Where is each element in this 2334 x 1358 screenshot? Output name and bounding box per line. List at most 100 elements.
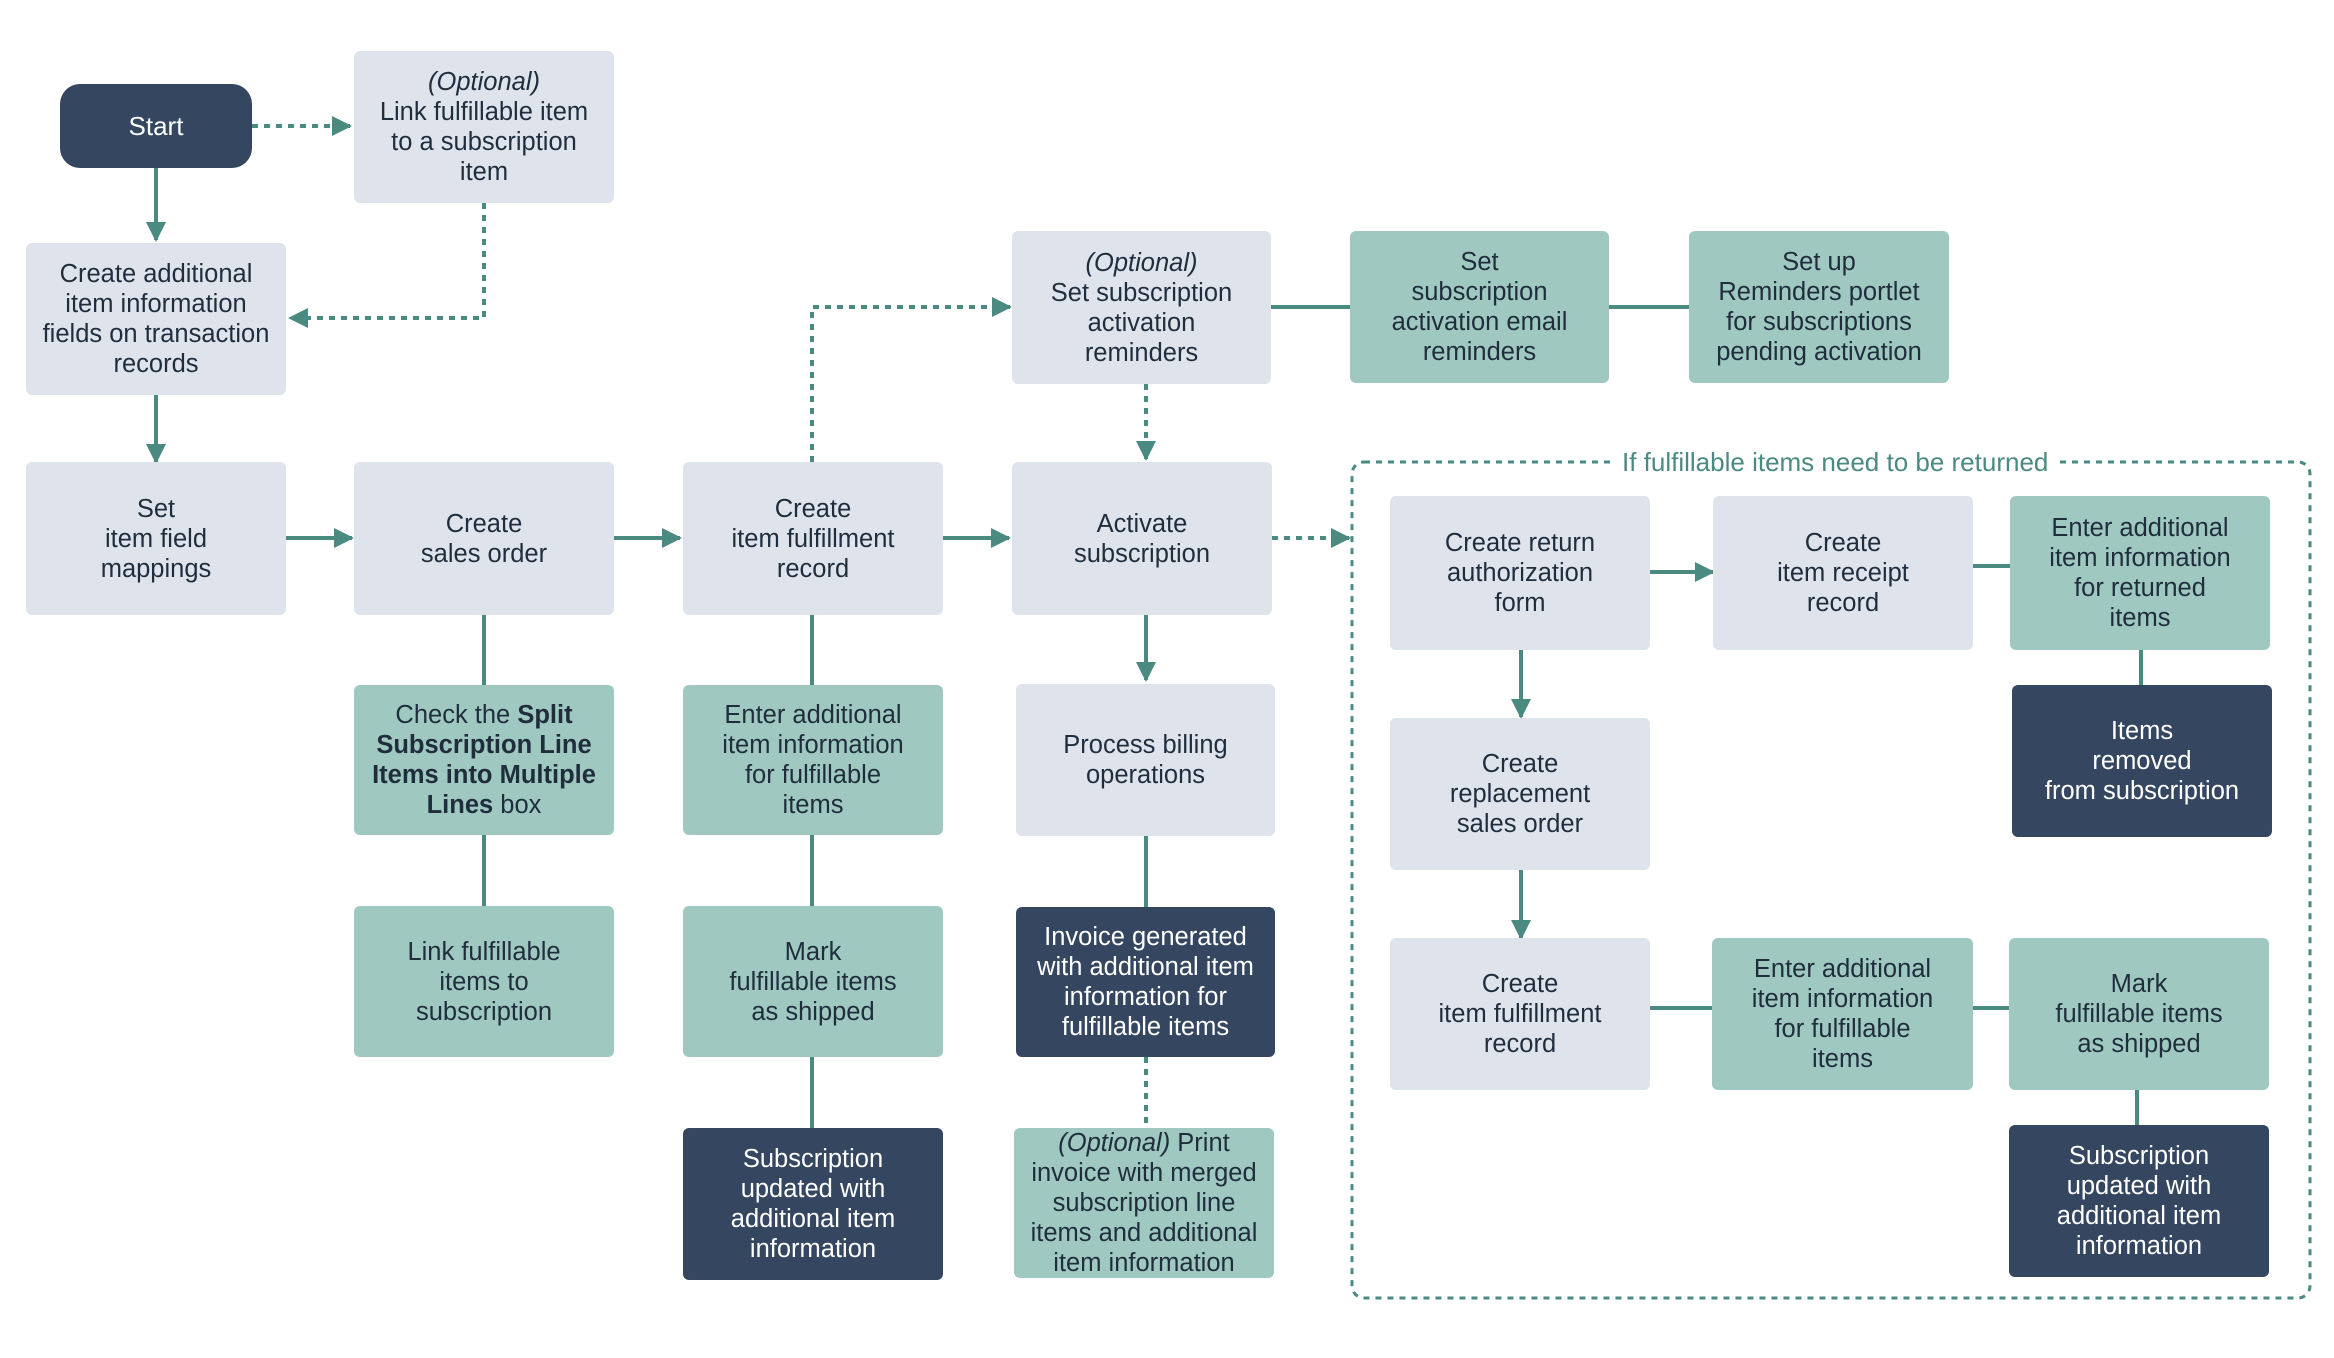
node-text-line: items bbox=[782, 791, 844, 819]
connector-fulfillment-to-optional-reminders bbox=[810, 297, 1012, 462]
create-fields-node[interactable]: Create additional item information field… bbox=[26, 243, 286, 395]
create-sales-order-node[interactable]: Create sales order bbox=[354, 462, 614, 615]
email-reminders-node[interactable]: Set subscription activation email remind… bbox=[1350, 231, 1609, 383]
node-text-line: Mark bbox=[2110, 970, 2168, 998]
node-text-line: as shipped bbox=[751, 997, 875, 1026]
check-split-post: box bbox=[493, 791, 542, 819]
node-text-line: to a subscription bbox=[391, 128, 577, 156]
node-text-line: Subscription bbox=[742, 1145, 884, 1173]
node-text-line: updated with bbox=[740, 1175, 886, 1203]
node-text-line: with additional item bbox=[1037, 953, 1254, 981]
node-text-line: sales order bbox=[1456, 810, 1584, 838]
node-text-line: activation bbox=[1087, 308, 1196, 337]
optional-tag: (Optional) bbox=[428, 68, 540, 96]
node-text-line: record bbox=[1483, 1030, 1557, 1058]
node-text-line: fulfillable items bbox=[1061, 1013, 1230, 1041]
link-fulfillable-node[interactable]: Link fulfillable items to subscription bbox=[354, 906, 614, 1057]
node-text-line: item information bbox=[1053, 1249, 1235, 1277]
optional-reminders-node[interactable]: (Optional) Set subscription activation r… bbox=[1012, 231, 1271, 384]
node-text-line: Subscription bbox=[2068, 1142, 2210, 1170]
node-text-line: Process billing bbox=[1063, 731, 1228, 759]
items-removed-node[interactable]: Items removed from subscription bbox=[2012, 685, 2272, 837]
enter-info-fulfillable-2-node[interactable]: Enter additional item information for fu… bbox=[1712, 938, 1973, 1090]
node-text-line: Create return bbox=[1444, 529, 1596, 557]
node-text-line: Link fulfillable item bbox=[379, 98, 589, 126]
node-text-line: information bbox=[2075, 1232, 2203, 1260]
create-rma-node[interactable]: Create return authorization form bbox=[1390, 496, 1650, 650]
start-label: Start bbox=[128, 111, 184, 141]
node-text-line: record bbox=[1806, 589, 1880, 617]
node-text-line: record bbox=[776, 554, 850, 583]
node-text-line: pending activation bbox=[1716, 338, 1922, 366]
process-billing-node[interactable]: Process billing operations bbox=[1016, 684, 1275, 836]
node-text-line: mappings bbox=[100, 554, 212, 583]
print-invoice-first-line: (Optional) Print bbox=[1058, 1128, 1230, 1158]
return-group-border bbox=[1350, 460, 2312, 1300]
node-text-line: Enter additional bbox=[2051, 514, 2229, 542]
node-text-line: Create additional bbox=[59, 260, 253, 288]
node-text-line: Reminders portlet bbox=[1718, 278, 1920, 306]
check-split-box-node[interactable]: Check the Split Subscription Line Items … bbox=[354, 685, 614, 835]
return-group-label: If fulfillable items need to be returned bbox=[1612, 447, 2059, 477]
node-text-line: Set subscription bbox=[1050, 278, 1233, 307]
node-text-line: items bbox=[1812, 1045, 1873, 1073]
activate-subscription-node[interactable]: Activate subscription bbox=[1012, 462, 1272, 615]
node-text-line: for fulfillable bbox=[1774, 1015, 1911, 1043]
node-text-line: subscription bbox=[415, 997, 553, 1026]
node-text-line: as shipped bbox=[2077, 1030, 2201, 1058]
node-text-line: Set bbox=[1460, 248, 1499, 276]
set-mappings-node[interactable]: Set item field mappings bbox=[26, 462, 286, 615]
invoice-generated-node[interactable]: Invoice generated with additional item i… bbox=[1016, 907, 1275, 1057]
node-text-line: item fulfillment bbox=[731, 524, 895, 553]
optional-link-fulfillable-node[interactable]: (Optional) Link fulfillable item to a su… bbox=[354, 51, 614, 203]
node-text-line: Invoice generated bbox=[1044, 923, 1247, 951]
node-text-line: replacement bbox=[1449, 780, 1591, 808]
create-fulfillment-node[interactable]: Create item fulfillment record bbox=[683, 462, 943, 615]
print-word: Print bbox=[1170, 1129, 1230, 1157]
node-text-line: fulfillable items bbox=[729, 967, 897, 996]
connector-optional-link-to-create-fields bbox=[288, 203, 486, 328]
node-text-line: item information bbox=[1751, 985, 1934, 1013]
node-text-line: subscription bbox=[1411, 278, 1548, 306]
node-text-line: operations bbox=[1085, 761, 1206, 789]
create-receipt-node[interactable]: Create item receipt record bbox=[1713, 496, 1973, 650]
node-text-line: additional item bbox=[2056, 1202, 2222, 1230]
node-text-line: subscription bbox=[1073, 539, 1211, 568]
start-node[interactable]: Start bbox=[60, 84, 252, 168]
print-invoice-node[interactable]: (Optional) Print invoice with merged sub… bbox=[1014, 1128, 1274, 1278]
reminders-portlet-node[interactable]: Set up Reminders portlet for subscriptio… bbox=[1689, 231, 1949, 383]
node-text-line: Create bbox=[1804, 529, 1882, 557]
node-text-line: Create bbox=[1481, 750, 1559, 778]
mark-shipped-node[interactable]: Mark fulfillable items as shipped bbox=[683, 906, 943, 1057]
node-text-line: sales order bbox=[420, 539, 548, 568]
node-text-line: Create bbox=[774, 494, 852, 523]
node-text-line: records bbox=[113, 350, 199, 378]
node-text-line: item information bbox=[2049, 544, 2231, 572]
node-text-line: information bbox=[749, 1235, 877, 1263]
node-text-line: Create bbox=[445, 509, 523, 538]
replacement-sales-order-node[interactable]: Create replacement sales order bbox=[1390, 718, 1650, 870]
node-text-line: item receipt bbox=[1777, 559, 1909, 587]
check-split-text: Check the Split Subscription Line Items … bbox=[360, 700, 608, 820]
check-split-bold: Split Subscription Line Items into Multi… bbox=[372, 701, 596, 819]
node-text-line: Enter additional bbox=[724, 701, 902, 729]
node-text-line: item bbox=[459, 158, 509, 186]
node-text-line: Enter additional bbox=[1753, 955, 1932, 983]
check-split-pre: Check the bbox=[395, 701, 518, 729]
node-text-line: removed bbox=[2092, 747, 2192, 775]
optional-tag: (Optional) bbox=[1085, 248, 1198, 277]
create-fulfillment-2-node[interactable]: Create item fulfillment record bbox=[1390, 938, 1650, 1090]
node-text-line: items bbox=[2109, 604, 2171, 632]
subscription-updated-node[interactable]: Subscription updated with additional ite… bbox=[683, 1128, 943, 1280]
node-text-line: form bbox=[1494, 589, 1546, 617]
enter-info-returned-node[interactable]: Enter additional item information for re… bbox=[2010, 496, 2270, 650]
node-text-line: Link fulfillable bbox=[407, 937, 561, 966]
mark-shipped-2-node[interactable]: Mark fulfillable items as shipped bbox=[2009, 938, 2269, 1090]
node-text-line: items and additional bbox=[1030, 1219, 1258, 1247]
enter-info-fulfillable-node[interactable]: Enter additional item information for fu… bbox=[683, 685, 943, 835]
node-text-line: subscription line bbox=[1052, 1189, 1236, 1217]
node-text-line: invoice with merged bbox=[1031, 1159, 1257, 1187]
node-text-line: Create bbox=[1481, 970, 1559, 998]
subscription-updated-2-node[interactable]: Subscription updated with additional ite… bbox=[2009, 1125, 2269, 1277]
